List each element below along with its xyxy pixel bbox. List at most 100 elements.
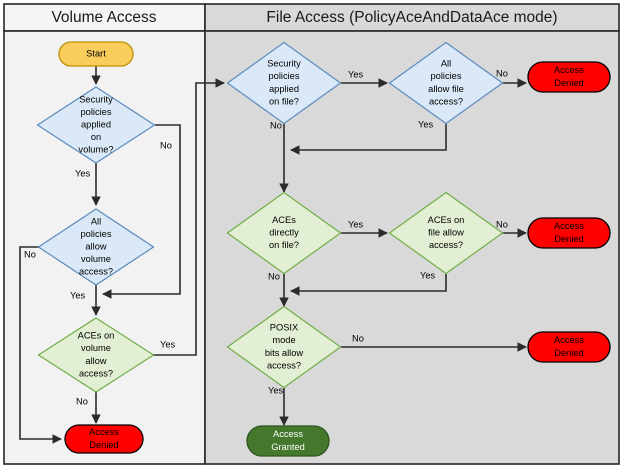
node-label-line: on file? [269, 96, 299, 106]
edge-label-e-file-aces-yes: Yes [348, 219, 364, 229]
node-label-line: policies [268, 71, 299, 81]
node-label-line: volume [81, 343, 111, 353]
node-label-line: access? [79, 267, 113, 277]
node-label-line: access? [429, 240, 463, 250]
node-label-line: Access [554, 65, 584, 75]
node-label-line: allow [85, 241, 106, 251]
node-label-line: Denied [554, 78, 583, 88]
edge-volume-all-policies-no [19, 246, 62, 444]
terminator-shape [527, 61, 611, 93]
node-label-line: Security [267, 59, 301, 69]
node-label-line: on [91, 132, 101, 142]
node-label-line: applied [81, 119, 111, 129]
edge-label-e-vol-aces-yes: Yes [160, 339, 176, 349]
node-label-line: file allow [428, 227, 464, 237]
node-label-line: ACEs on [428, 215, 465, 225]
edge-label-e-posix-no: No [352, 333, 364, 343]
node-vol-all-allow: All policies allow volume access? [37, 208, 155, 286]
decision-shape [226, 191, 342, 275]
edge-label-e-file-all-yes: Yes [418, 119, 434, 129]
node-label-line: All [441, 59, 451, 69]
node-label-line: Security [79, 94, 113, 104]
node-label-line: ACEs [272, 215, 296, 225]
node-label-line: All [91, 216, 101, 226]
node-file-sec-policies: Security policies applied on file? [226, 41, 342, 125]
edge-label-e-file-aces-allow-yes: Yes [420, 270, 436, 280]
terminator-shape [246, 425, 330, 457]
edge-volume-aces-yes-to-file-access [153, 78, 225, 356]
decision-shape [226, 305, 342, 389]
node-label-line: bits allow [265, 348, 304, 358]
edge-volume-security-no [102, 124, 181, 299]
node-vol-sec-policies: Security policies applied on volume? [36, 86, 156, 164]
node-label-line: volume? [78, 145, 113, 155]
edge-label-e-vol-sec-yes: Yes [75, 168, 91, 178]
edge-file-all-policies-yes [290, 124, 447, 155]
terminator-shape [58, 41, 134, 67]
node-vol-aces: ACEs on volume allow access? [37, 317, 155, 393]
node-label-line: Access [273, 429, 303, 439]
node-label-line: Denied [554, 234, 583, 244]
panel-volume-access-title: Volume Access [51, 9, 156, 26]
decision-shape [37, 208, 155, 286]
node-label-line: volume [81, 254, 111, 264]
node-label-line: policies [430, 71, 461, 81]
node-label-line: Access [89, 427, 119, 437]
node-label-line: POSIX [270, 323, 298, 333]
node-label-line: Denied [89, 440, 118, 450]
node-label-line: directly [269, 227, 299, 237]
node-label-line: policies [80, 107, 111, 117]
node-label-line: applied [269, 84, 299, 94]
terminator-shape [527, 331, 611, 363]
node-label-line: mode [272, 335, 295, 345]
edge-label-e-vol-sec-no: No [160, 140, 172, 150]
edge-label-e-vol-aces-no: No [76, 396, 88, 406]
node-label-line: on file? [269, 240, 299, 250]
node-label-line: Start [86, 48, 106, 58]
decision-shape [388, 191, 504, 275]
edge-label-e-posix-yes: Yes [268, 385, 284, 395]
decision-shape [388, 41, 504, 125]
node-label-line: Access [554, 335, 584, 345]
edge-label-e-file-aces-no: No [268, 271, 280, 281]
node-start: Start [58, 41, 134, 67]
edge-label-e-vol-all-yes: Yes [70, 290, 86, 300]
node-label-line: policies [80, 229, 111, 239]
terminator-shape [64, 424, 144, 454]
panel-volume-access-header [3, 3, 206, 32]
node-file-aces-direct: ACEs directly on file? [226, 191, 342, 275]
edge-label-e-file-sec-yes: Yes [348, 69, 364, 79]
node-label-line: Access [554, 221, 584, 231]
node-label-line: access? [267, 360, 301, 370]
node-label-line: allow [85, 356, 106, 366]
edge-label-e-file-all-no: No [496, 68, 508, 78]
node-label-line: access? [79, 368, 113, 378]
edge-label-e-file-sec-no: No [270, 120, 282, 130]
decision-shape [37, 317, 155, 393]
node-file-aces-allow: ACEs on file allow access? [388, 191, 504, 275]
edge-label-e-vol-all-no: No [24, 249, 36, 259]
node-label-line: ACEs on [78, 331, 115, 341]
node-label-line: Granted [271, 442, 305, 452]
terminator-shape [527, 217, 611, 249]
panel-file-access-header [204, 3, 620, 32]
node-label-line: Denied [554, 348, 583, 358]
decision-shape [36, 86, 156, 164]
connector-layer [19, 66, 527, 444]
node-posix-mode: POSIX mode bits allow access? [226, 305, 342, 389]
edge-label-e-file-aces-allow-no: No [496, 219, 508, 229]
decision-shape [226, 41, 342, 125]
panel-file-access-title: File Access (PolicyAceAndDataAce mode) [266, 9, 557, 26]
node-label-line: access? [429, 96, 463, 106]
edge-file-aces-allow-yes [290, 274, 447, 296]
